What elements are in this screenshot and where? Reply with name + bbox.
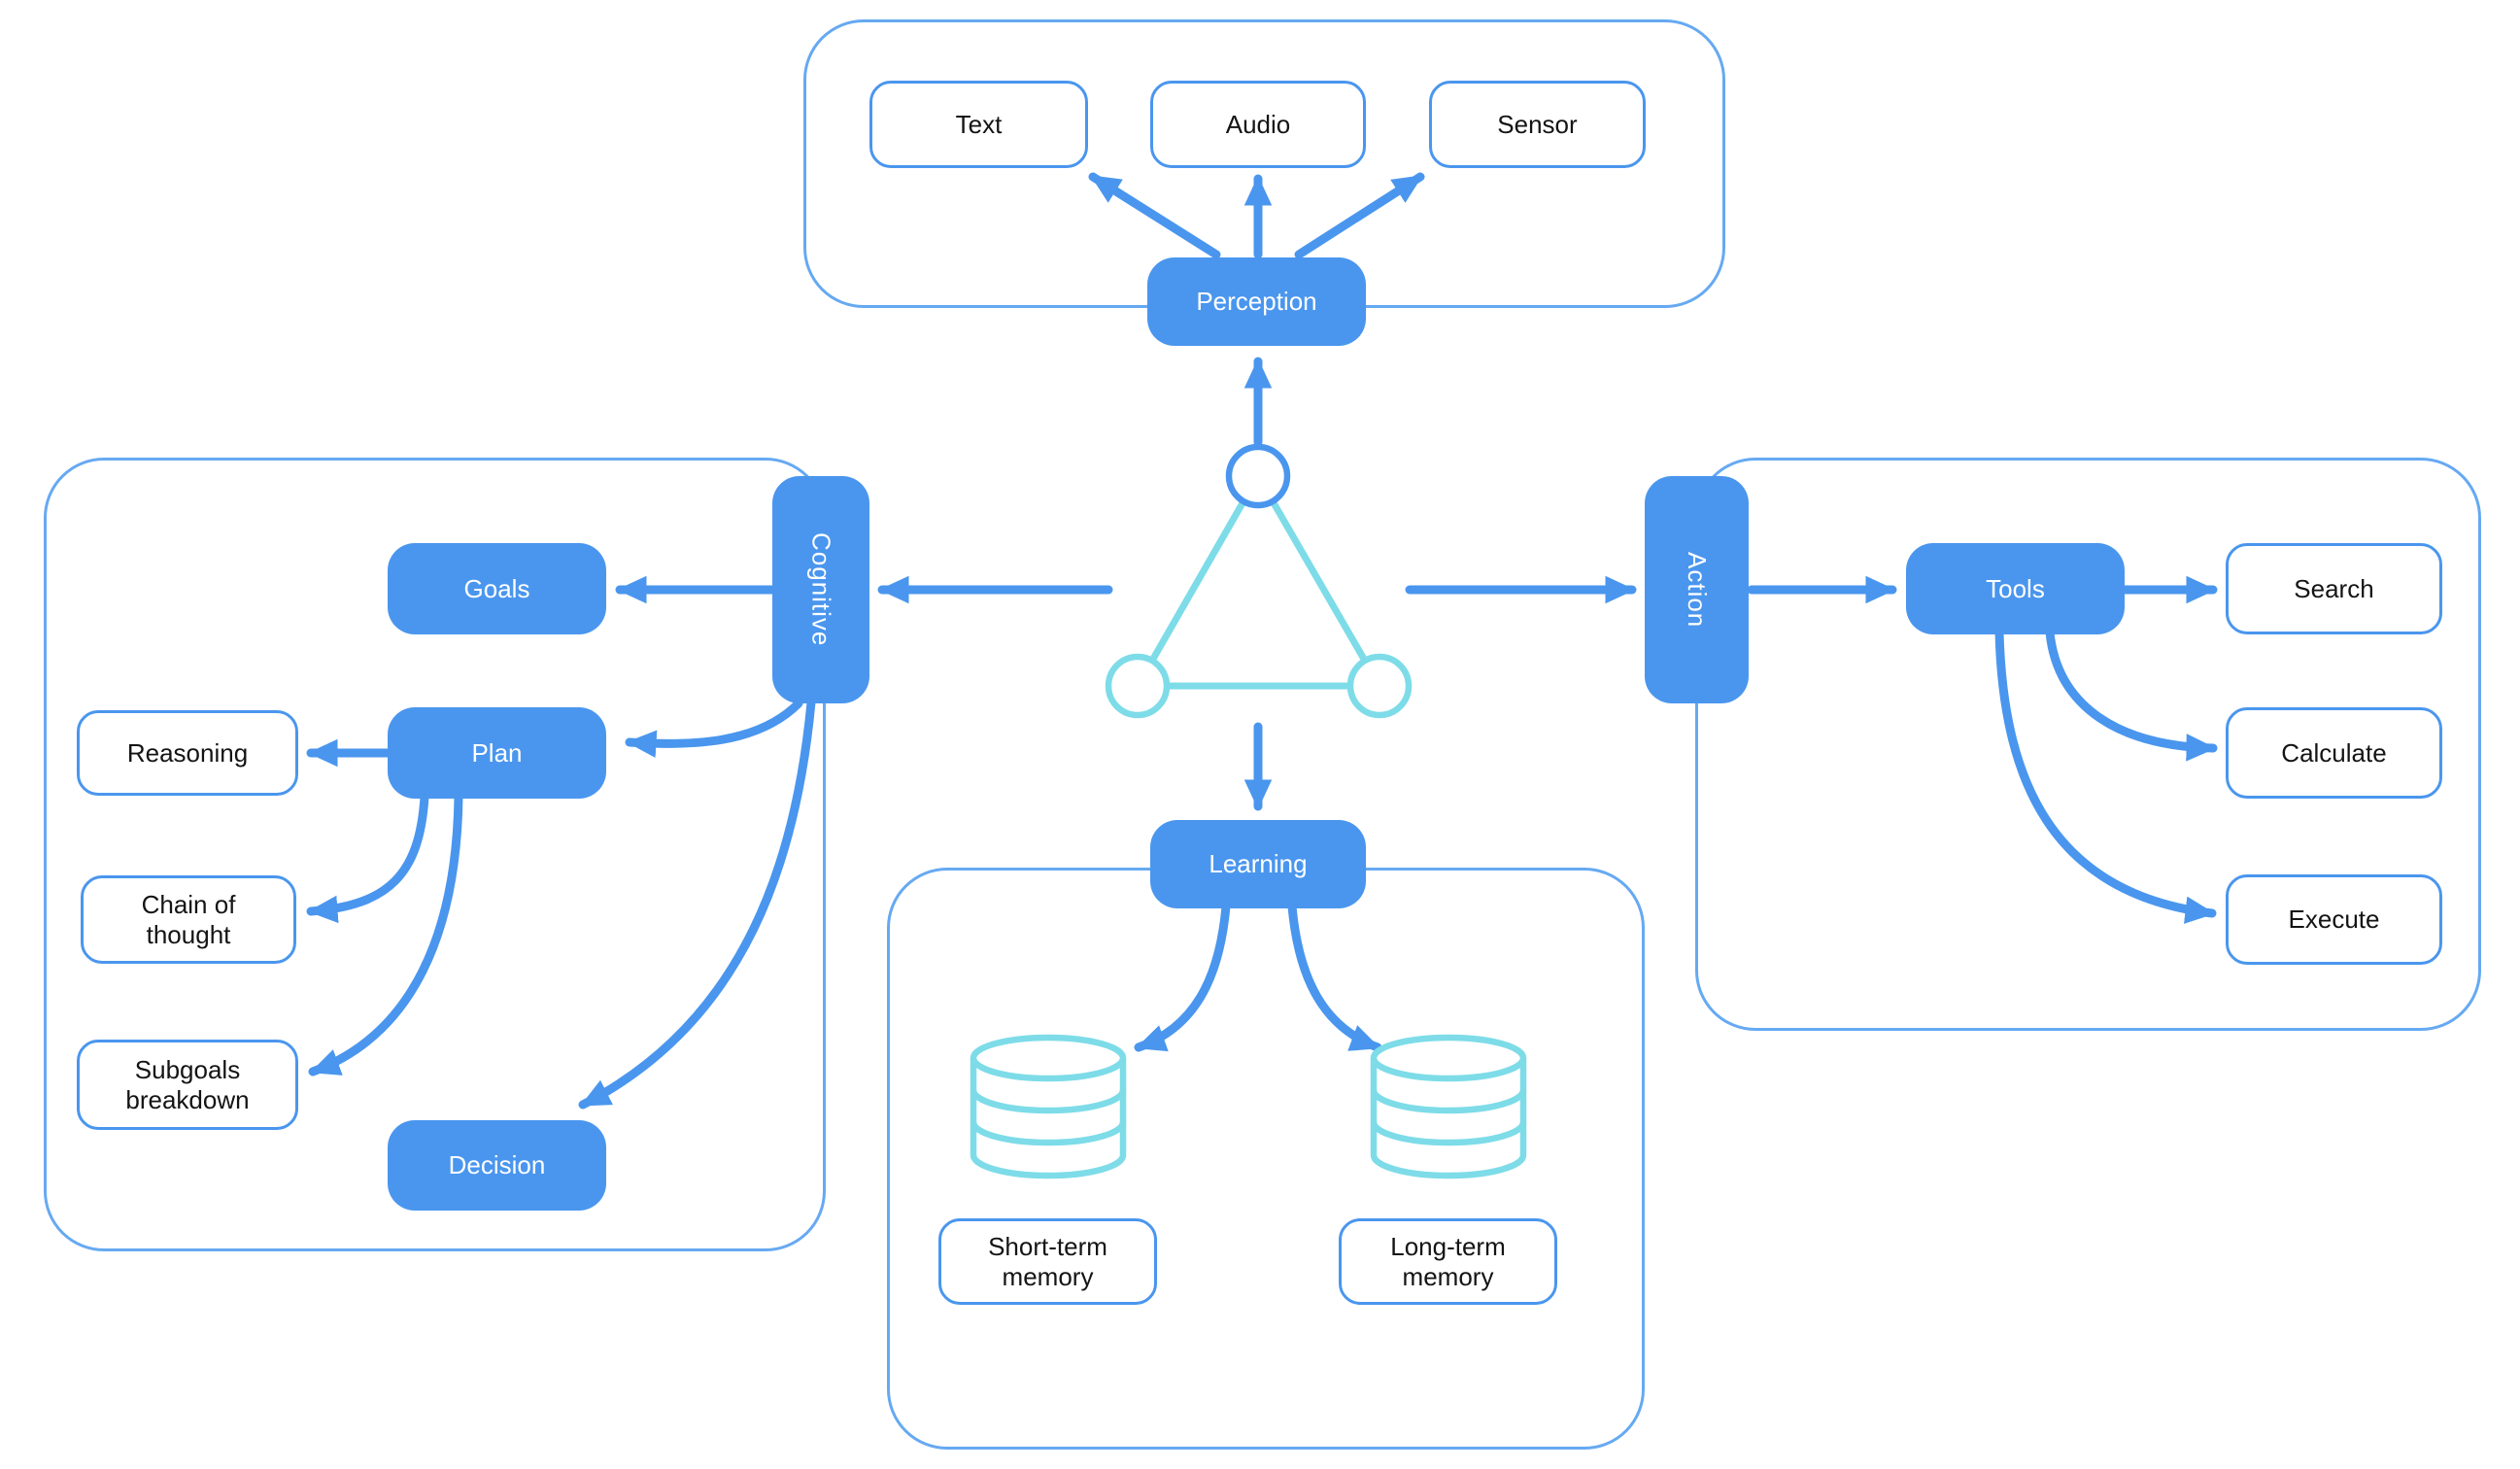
goals-node-label: Goals (463, 573, 530, 603)
text-node: Text (869, 81, 1088, 168)
goals-node: Goals (388, 543, 606, 634)
sensor-node: Sensor (1429, 81, 1646, 168)
subgoals-breakdown-node: Subgoals breakdown (77, 1040, 298, 1130)
arrow-cognitive-to-decision (578, 698, 816, 1110)
search-node: Search (2226, 543, 2442, 634)
cognitive-group-container (44, 458, 826, 1251)
tools-node: Tools (1906, 543, 2125, 634)
sensor-node-label: Sensor (1497, 109, 1578, 139)
chain-of-thought-node-label: Chain of thought (141, 889, 236, 949)
cognitive-tab-label: Cognitive (806, 532, 836, 647)
short-term-memory-label: Short-term memory (988, 1231, 1107, 1291)
perception-hub-node: Perception (1147, 257, 1366, 346)
execute-node: Execute (2226, 874, 2442, 965)
cognitive-tab-node: Cognitive (772, 476, 869, 703)
execute-node-label: Execute (2288, 905, 2380, 935)
perception-hub-label: Perception (1196, 287, 1317, 317)
arrow-plan-to-chain-of-thought (306, 792, 429, 924)
long-term-database-cylinder-icon (1370, 1034, 1527, 1179)
short-term-database-cylinder-icon (970, 1034, 1127, 1179)
arrow-plan-to-subgoals-breakdown (308, 792, 463, 1076)
arrow-learning-to-short-term-memory (1134, 902, 1231, 1052)
calculate-node-label: Calculate (2281, 737, 2387, 768)
agent-core-triangle-icon (1105, 443, 1413, 719)
audio-node: Audio (1150, 81, 1366, 168)
search-node-label: Search (2294, 573, 2374, 603)
arrow-cognitive-to-plan (625, 699, 803, 758)
decision-node: Decision (388, 1120, 606, 1211)
subgoals-breakdown-node-label: Subgoals breakdown (125, 1054, 250, 1114)
decision-node-label: Decision (448, 1150, 546, 1180)
chain-of-thought-node: Chain of thought (81, 875, 296, 964)
long-term-memory-label: Long-term memory (1390, 1231, 1506, 1291)
learning-hub-node: Learning (1150, 820, 1366, 908)
action-tab-node: Action (1645, 476, 1749, 703)
reasoning-node: Reasoning (77, 710, 298, 796)
calculate-node: Calculate (2226, 707, 2442, 799)
text-node-label: Text (955, 109, 1003, 139)
arrow-learning-to-long-term-memory (1287, 902, 1382, 1052)
short-term-memory-node: Short-term memory (938, 1218, 1157, 1305)
arrow-tools-to-calculate (2045, 628, 2218, 762)
tools-node-label: Tools (1986, 573, 2045, 603)
reasoning-node-label: Reasoning (126, 737, 249, 768)
plan-node: Plan (388, 707, 606, 799)
plan-node-label: Plan (471, 737, 523, 768)
action-tab-label: Action (1683, 551, 1712, 629)
arrow-perception-to-text (1088, 172, 1221, 259)
audio-node-label: Audio (1225, 109, 1291, 139)
long-term-memory-node: Long-term memory (1339, 1218, 1557, 1305)
action-group-container (1695, 458, 2481, 1031)
arrow-perception-to-sensor (1294, 172, 1425, 259)
learning-hub-label: Learning (1209, 849, 1308, 879)
arrow-tools-to-execute (1994, 628, 2217, 924)
